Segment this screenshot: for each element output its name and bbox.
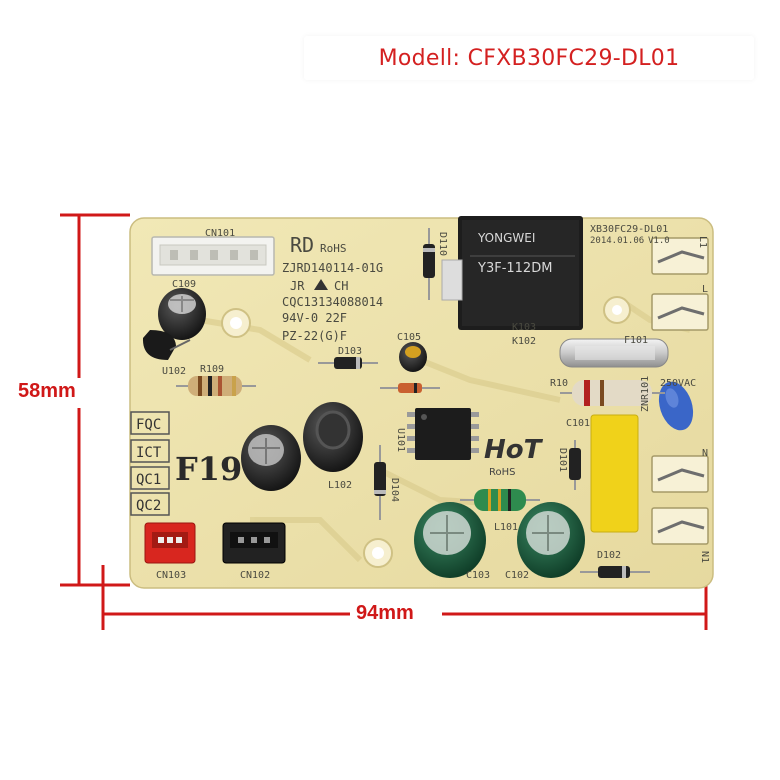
cn102-connector — [222, 522, 286, 564]
ref-k102: K102 — [512, 336, 536, 347]
qc-label-boxes — [130, 411, 170, 516]
silk-pz: PZ-22(G)F — [282, 329, 347, 343]
ref-cn101: CN101 — [205, 228, 235, 239]
ref-c105: C105 — [397, 332, 421, 343]
ref-d104: D104 — [389, 478, 400, 502]
silk-date: 2014.01.06 — [590, 236, 644, 246]
silk-voltage: 250VAC — [660, 378, 696, 389]
ref-c109: C109 — [172, 279, 196, 290]
height-dimension-label: 58mm — [18, 380, 76, 402]
model-text: Modell: CFXB30FC29-DL01 — [378, 45, 680, 71]
silk-jr: JR — [290, 279, 305, 293]
ref-cn103: CN103 — [156, 570, 186, 581]
ref-d101: D101 — [557, 448, 568, 472]
silk-hot-rohs: RoHS — [489, 467, 515, 478]
cn103-connector — [144, 522, 196, 564]
ref-l102: L102 — [328, 480, 352, 491]
c101-x-capacitor — [590, 414, 639, 533]
l101-inductor — [460, 489, 540, 511]
ref-c101: C101 — [566, 418, 590, 429]
relay — [458, 216, 583, 330]
f101-fuse — [559, 338, 669, 368]
silk-hot-logo: HoT — [484, 435, 544, 465]
ref-d102: D102 — [597, 550, 621, 561]
silk-ch: CH — [334, 279, 348, 293]
u102-transistor — [142, 330, 176, 360]
c102-capacitor — [517, 502, 585, 578]
ref-cn102: CN102 — [240, 570, 270, 581]
d102-diode — [580, 566, 650, 578]
label-qc2: QC2 — [136, 498, 161, 514]
ref-l: L — [702, 284, 708, 295]
ref-l101: L101 — [494, 522, 518, 533]
ref-l1: L1 — [697, 236, 708, 248]
d110-diode — [423, 228, 435, 300]
label-ict: ICT — [136, 445, 162, 461]
relay-clip — [441, 259, 463, 301]
silk-code2: CQC13134088014 — [282, 295, 383, 309]
label-qc1: QC1 — [136, 472, 161, 488]
u101-ic — [407, 408, 479, 460]
ref-d110: D110 — [437, 232, 448, 256]
terminal-pins — [657, 250, 705, 534]
silk-rohs: RoHS — [320, 242, 347, 255]
cn101-connector — [151, 236, 275, 276]
ref-u102: U102 — [162, 366, 186, 377]
ref-u101: U101 — [395, 428, 406, 452]
model-banner: Modell: CFXB30FC29-DL01 — [304, 36, 754, 80]
height-dimension — [60, 213, 130, 587]
znr101-varistor — [658, 381, 694, 431]
silk-rating: 94V-0 22F — [282, 311, 347, 325]
relay-brand: YONGWEI — [477, 231, 535, 245]
l102-inductor — [303, 402, 363, 472]
d104-diode — [374, 445, 386, 520]
c109-capacitor — [158, 288, 206, 340]
silk-version: V1.0 — [648, 236, 670, 246]
ref-k103: K103 — [512, 322, 536, 333]
r109-resistor — [176, 376, 256, 396]
silk-series-mark: F19 — [175, 450, 242, 488]
triangle-mark — [314, 279, 328, 290]
c107-capacitor — [241, 425, 301, 491]
ref-c103: C103 — [466, 570, 490, 581]
silk-brand: RD — [290, 233, 314, 257]
mounting-holes — [221, 296, 631, 568]
silk-edge-model: XB30FC29-DL01 — [590, 224, 668, 235]
label-fqc: FQC — [136, 417, 161, 433]
ref-c102: C102 — [505, 570, 529, 581]
width-dimension-label: 94mm — [356, 602, 414, 624]
relay-model: Y3F-112DM — [477, 261, 552, 276]
ref-d103: D103 — [338, 346, 362, 357]
ref-r10: R10 — [550, 378, 568, 389]
silk-code1: ZJRD140114-01G — [282, 261, 383, 275]
ref-n: N — [702, 448, 708, 459]
small-diode — [380, 383, 440, 393]
d103-diode — [318, 357, 378, 369]
c103-capacitor — [414, 502, 486, 578]
ref-n1: N1 — [699, 551, 710, 563]
ref-r109: R109 — [200, 364, 224, 375]
d101-diode — [569, 440, 581, 490]
ref-f101: F101 — [624, 335, 648, 346]
r10-resistor — [560, 380, 665, 406]
terminal-blocks — [651, 237, 709, 545]
ref-znr101: ZNR101 — [640, 376, 651, 412]
c105-capacitor — [399, 342, 427, 372]
